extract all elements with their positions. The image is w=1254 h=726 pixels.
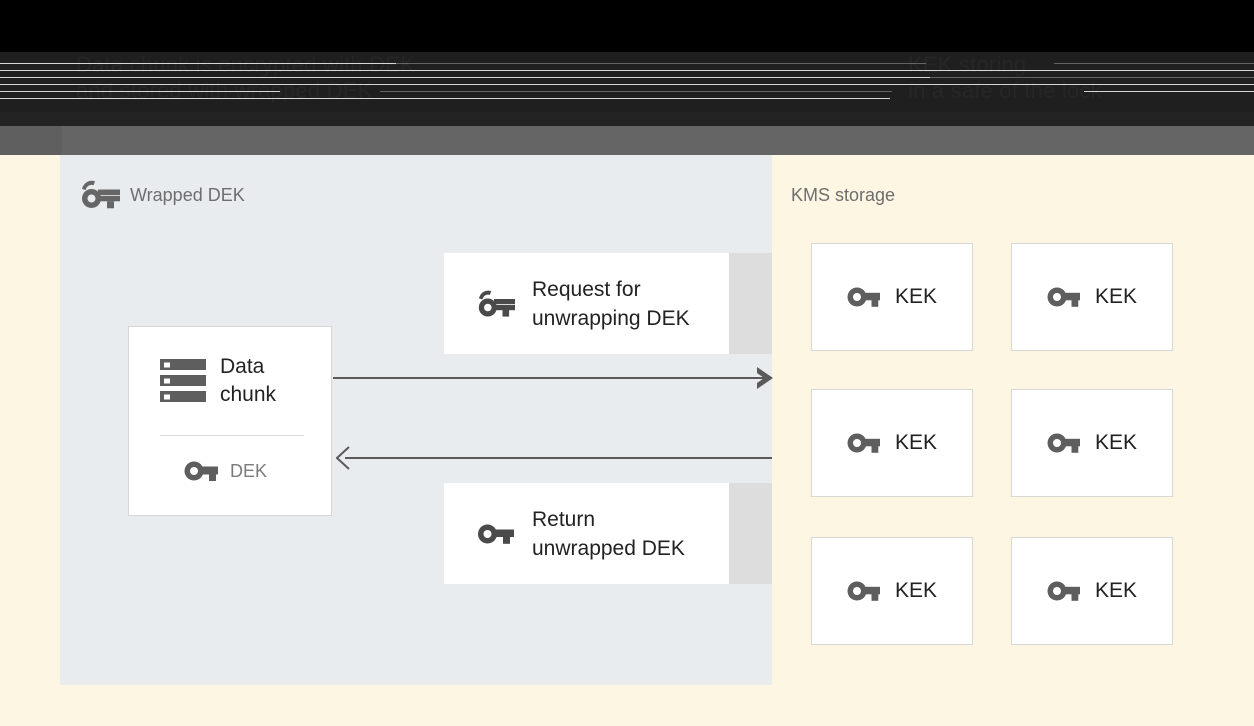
- kek-label: KEK: [894, 285, 938, 308]
- video-top-black-bar: [0, 0, 1254, 52]
- scanline-artifact: [0, 84, 1254, 85]
- request-card-shadow-strip: [729, 253, 772, 354]
- kek-label: KEK: [1094, 285, 1138, 308]
- scanline-artifact: [380, 91, 892, 92]
- slide-title-left: Data chunk is encrypted with DEK and sto…: [76, 52, 415, 103]
- return-arrow-line: [345, 457, 772, 459]
- kek-card-content: KEK: [1047, 431, 1137, 455]
- return-card-content: Return unwrapped DEK: [444, 505, 685, 563]
- request-arrow-line: [333, 377, 767, 379]
- slide-title-band-lower: [0, 112, 1254, 126]
- kek-card[interactable]: KEK: [1011, 389, 1173, 497]
- key-icon: [1047, 579, 1081, 603]
- request-card-text: Request for unwrapping DEK: [532, 277, 690, 330]
- key-icon: [184, 459, 218, 483]
- data-chunk-title: Data chunk: [220, 355, 277, 406]
- scanline-artifact: [396, 63, 926, 64]
- scanline-artifact: [0, 70, 1254, 71]
- video-grey-band-left: [0, 126, 62, 155]
- key-icon: [847, 285, 881, 309]
- key-icon: [1047, 431, 1081, 455]
- data-chunk-dek-label: DEK: [230, 461, 268, 481]
- data-chunk-divider: [160, 435, 304, 436]
- data-chunk-key-row: DEK: [129, 459, 333, 483]
- kek-card[interactable]: KEK: [811, 243, 973, 351]
- key-icon: [476, 519, 516, 549]
- request-card-content: Request for unwrapping DEK: [444, 275, 690, 333]
- key-icon: [1047, 285, 1081, 309]
- key-icon: [847, 579, 881, 603]
- kek-card[interactable]: KEK: [811, 537, 973, 645]
- kek-card-content: KEK: [1047, 579, 1137, 603]
- scanline-artifact: [0, 77, 930, 78]
- kek-card-content: KEK: [847, 285, 937, 309]
- scanline-artifact: [1084, 91, 1254, 92]
- slide-title-band: [0, 52, 1254, 112]
- return-card-text: Return unwrapped DEK: [532, 507, 685, 560]
- server-icon: [160, 357, 206, 405]
- kek-card[interactable]: KEK: [1011, 243, 1173, 351]
- kek-card-content: KEK: [1047, 285, 1137, 309]
- return-unwrapped-card[interactable]: Return unwrapped DEK: [444, 483, 772, 584]
- kms-storage-label: KMS storage: [791, 185, 896, 205]
- return-card-shadow-strip: [729, 483, 772, 584]
- return-arrowhead-icon: [336, 446, 350, 470]
- key-icon: [847, 431, 881, 455]
- kek-card-content: KEK: [847, 431, 937, 455]
- scanline-artifact: [0, 63, 396, 64]
- scanline-artifact: [0, 91, 280, 92]
- wrapped-key-icon: [79, 179, 121, 211]
- request-arrowhead-icon: [757, 366, 773, 390]
- kek-card-content: KEK: [847, 579, 937, 603]
- kek-card[interactable]: KEK: [1011, 537, 1173, 645]
- kek-label: KEK: [1094, 431, 1138, 454]
- data-chunk-card[interactable]: Data chunk DEK: [128, 326, 332, 516]
- kek-label: KEK: [894, 579, 938, 602]
- kek-label: KEK: [1094, 579, 1138, 602]
- scanline-artifact: [1054, 63, 1254, 64]
- wrapped-key-icon: [476, 289, 516, 319]
- data-chunk-header: Data chunk: [129, 353, 333, 409]
- video-grey-band: [0, 126, 1254, 155]
- scanline-artifact: [0, 98, 890, 99]
- slide-title-right: KEK storing in a safe of the lock: [908, 52, 1102, 103]
- scanline-artifact: [930, 77, 1254, 78]
- kek-label: KEK: [894, 431, 938, 454]
- kek-card[interactable]: KEK: [811, 389, 973, 497]
- request-unwrap-card[interactable]: Request for unwrapping DEK: [444, 253, 772, 354]
- wrapped-dek-label: Wrapped DEK: [130, 185, 245, 205]
